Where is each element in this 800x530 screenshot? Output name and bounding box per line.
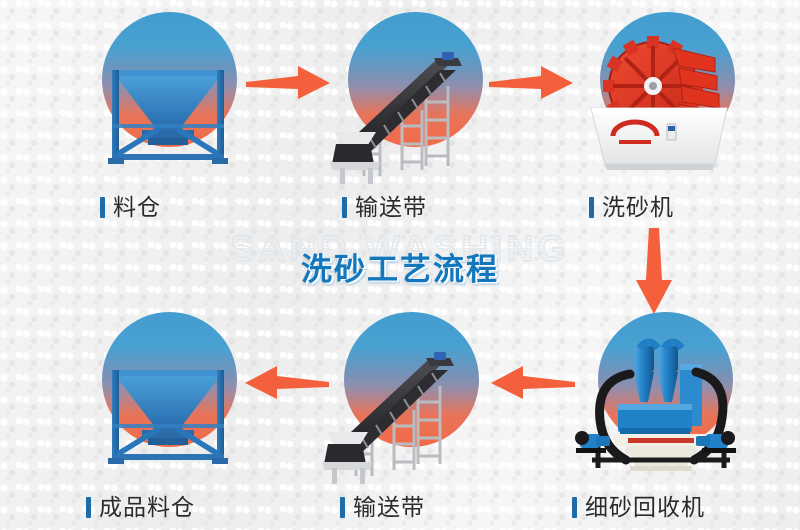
flow-step-label: 洗砂机	[589, 188, 674, 222]
arrow-right-2	[489, 60, 575, 100]
flow-step-fine-sand-recovery[interactable]: 细砂回收机	[570, 312, 750, 527]
label-accent-bar	[342, 197, 347, 218]
diagram-title-block: SAND WASHING 洗砂工艺流程	[0, 227, 800, 300]
wheel-sand-washer-icon	[575, 24, 745, 174]
arrow-right-1	[246, 60, 332, 100]
label-accent-bar	[100, 197, 105, 218]
flow-step-label: 输送带	[342, 188, 427, 222]
label-accent-bar	[340, 497, 345, 518]
arrow-left-2	[243, 360, 329, 400]
fine-sand-recovery-icon	[570, 328, 750, 473]
flow-step-conveyor-top[interactable]: 输送带	[330, 12, 490, 227]
conveyor-belt-icon	[318, 326, 483, 484]
finished-product-bin-icon	[98, 330, 238, 470]
label-accent-bar	[589, 197, 594, 218]
watermark-text: SAND WASHING	[0, 227, 800, 270]
flow-step-hopper-bin[interactable]: 料仓	[92, 12, 242, 227]
flow-step-label: 输送带	[340, 488, 425, 522]
washer-brand-logo	[610, 119, 660, 144]
hopper-bin-icon	[98, 30, 238, 170]
flow-step-label: 料仓	[100, 188, 161, 222]
conveyor-belt-icon	[330, 26, 490, 184]
flow-step-finished-product-bin[interactable]: 成品料仓	[86, 312, 251, 527]
flow-step-conveyor-bottom[interactable]: 输送带	[322, 312, 487, 527]
page-title: 洗砂工艺流程	[301, 252, 499, 288]
flow-step-label: 成品料仓	[86, 488, 195, 522]
flow-step-label: 细砂回收机	[572, 488, 705, 522]
arrow-left-1	[489, 360, 575, 400]
arrow-down-1	[632, 228, 676, 316]
label-accent-bar	[572, 497, 577, 518]
flow-step-sand-washer[interactable]: 洗砂机	[575, 12, 745, 227]
label-accent-bar	[86, 497, 91, 518]
